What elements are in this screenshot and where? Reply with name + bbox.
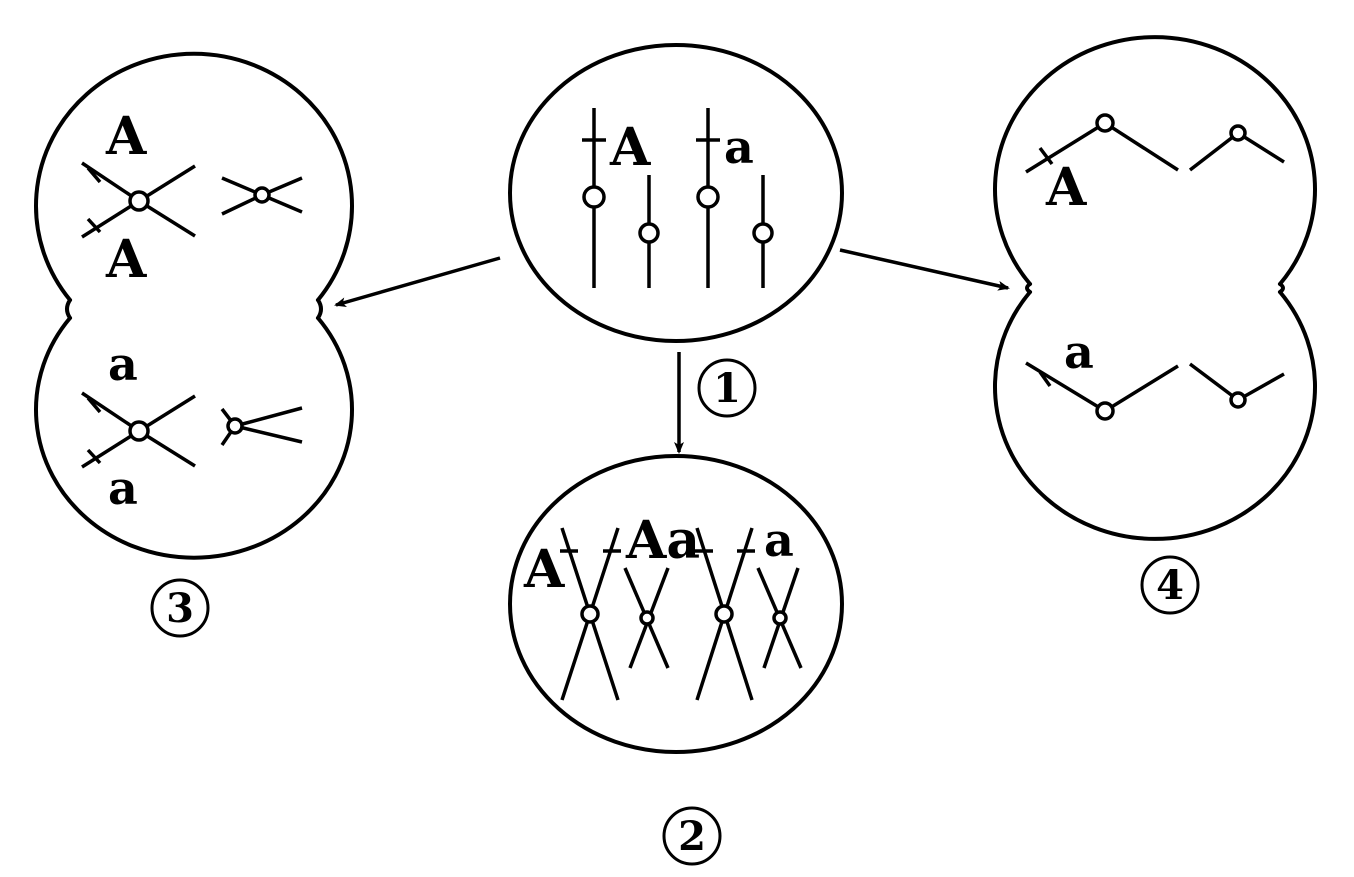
cell-2-gene-a: a <box>764 513 794 567</box>
chromosome-long-A <box>582 108 606 288</box>
chromosome-x-large-1 <box>560 527 621 701</box>
gene-label-A: A <box>609 117 651 178</box>
svg-text:3: 3 <box>166 585 194 632</box>
chromosome-long-a <box>696 108 720 288</box>
cell-3-gene-A-upper: A <box>105 106 147 167</box>
cell-4-gene-A: A <box>1045 157 1087 218</box>
chromosome-short-1 <box>638 175 660 288</box>
svg-text:4: 4 <box>1156 562 1184 609</box>
arrow-to-cell-4 <box>839 248 1010 291</box>
cell-4-membrane-top <box>993 35 1317 286</box>
cell-2: A Aa a <box>508 454 844 754</box>
svg-text:1: 1 <box>713 365 741 412</box>
cell-4-top-small-chromosome <box>1188 124 1285 172</box>
cell-4-pinch-right <box>1278 282 1285 294</box>
cell-3-membrane-bottom <box>34 316 354 560</box>
step-label-3: 3 <box>150 578 210 638</box>
parent-cell: A a <box>508 43 844 343</box>
cell-3-bottom-small-chromosome <box>220 406 303 446</box>
cell-3-membrane-top <box>34 51 354 302</box>
cell-3-pinch-left <box>65 298 72 320</box>
cell-3-gene-a-lower: a <box>108 461 138 515</box>
cell-4-top-large-chromosome <box>1025 113 1179 174</box>
step-label-2: 2 <box>662 806 722 866</box>
gene-label-a: a <box>724 120 754 174</box>
cell-3: A Aa a <box>34 51 354 560</box>
chromosome-x-small-2 <box>756 567 803 669</box>
cell-3-pinch-right <box>316 298 323 320</box>
cell-4: Aa <box>993 35 1317 541</box>
cell-4-membrane-bottom <box>993 290 1317 541</box>
cell-3-gene-A-lower: A <box>105 229 147 290</box>
arrow-to-cell-3 <box>334 256 501 308</box>
cell-2-membrane <box>508 454 844 754</box>
cell-4-bottom-small-chromosome <box>1188 362 1285 409</box>
cell-4-bottom-large-chromosome <box>1025 361 1179 421</box>
cell-2-gene-Aa: Aa <box>625 510 700 571</box>
chromosome-short-2 <box>752 175 774 288</box>
step-label-1: 1 <box>697 358 757 418</box>
svg-text:2: 2 <box>678 813 706 860</box>
cell-2-gene-A: A <box>523 539 565 600</box>
cell-4-gene-a: a <box>1064 325 1094 379</box>
cell-3-top-small-chromosome <box>221 176 303 216</box>
cell-3-gene-a-upper: a <box>108 337 138 391</box>
cell-4-pinch-left <box>1025 282 1032 294</box>
cell-3-top-large-chromosome <box>81 161 196 239</box>
chromosome-x-large-2 <box>695 527 755 701</box>
chromosome-x-small-1 <box>623 567 670 669</box>
parent-cell-membrane <box>508 43 844 343</box>
cell-3-bottom-large-chromosome <box>81 391 196 469</box>
step-label-4: 4 <box>1140 555 1200 615</box>
